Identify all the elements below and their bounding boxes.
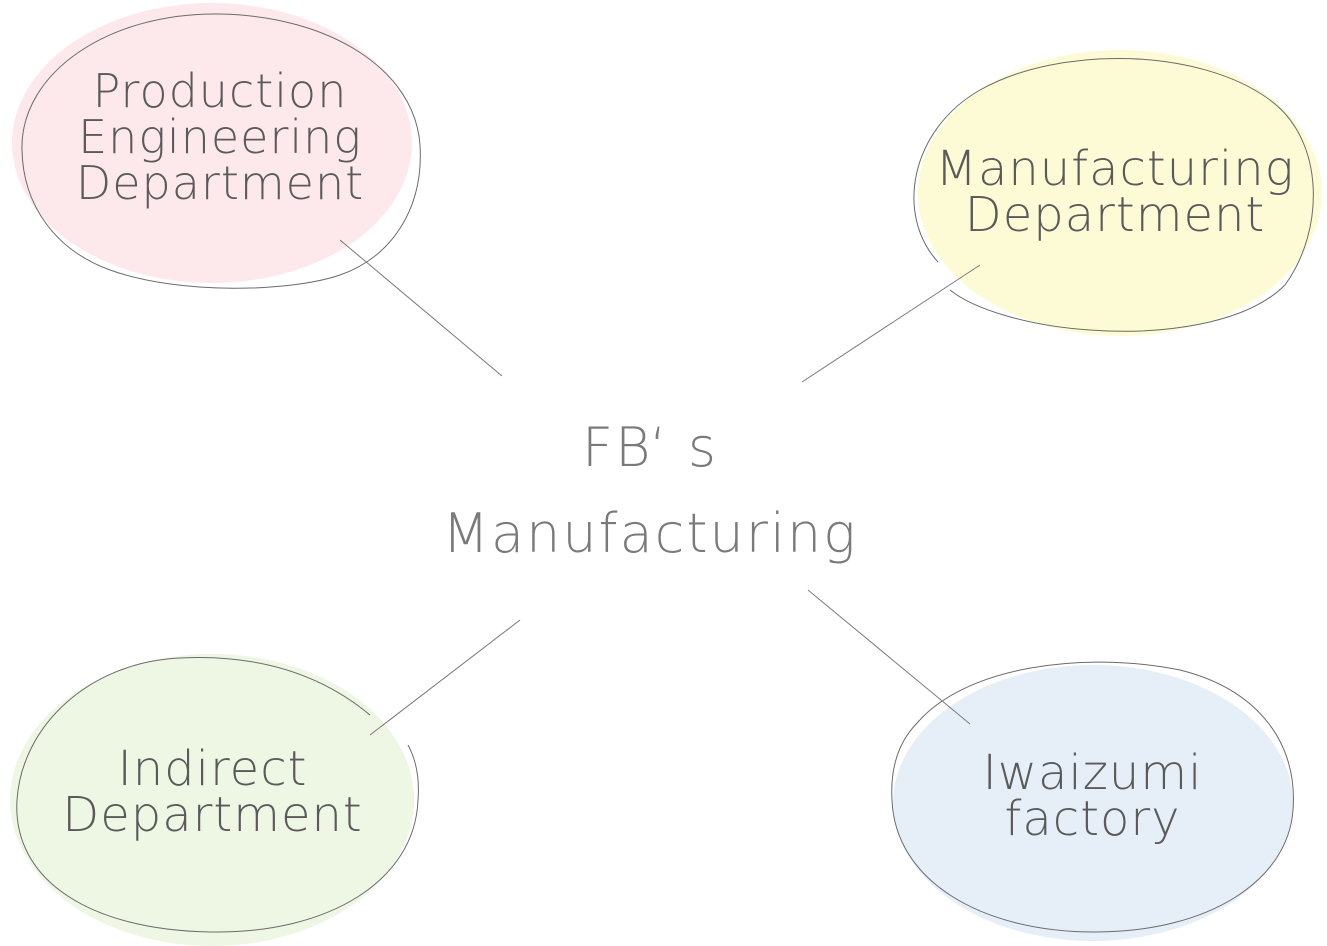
center-title-line-2: Manufacturing — [442, 502, 858, 565]
connector-production-engineering — [339, 239, 503, 377]
indirect-line-1: Indirect — [117, 741, 308, 797]
manufacturing-outline — [913, 58, 1314, 332]
center-title: FB‘ s Manufacturing — [420, 405, 880, 577]
indirect-fill — [10, 654, 414, 946]
production-engineering-bubble — [12, 3, 421, 289]
connector-iwaizumi — [807, 589, 971, 725]
connector-indirect — [369, 619, 521, 736]
production-engineering-line-3: Department — [75, 156, 365, 210]
manufacturing-line-2: Department — [964, 187, 1266, 243]
production-engineering-outline — [21, 13, 421, 289]
production-engineering-label: Production Engineering Department — [30, 68, 410, 206]
manufacturing-bubble — [913, 50, 1322, 336]
connector-manufacturing — [801, 264, 981, 383]
production-engineering-line-1: Production — [92, 64, 348, 118]
production-engineering-line-2: Engineering — [78, 110, 362, 164]
center-title-line-1: FB‘ s — [582, 416, 718, 479]
iwaizumi-label: Iwaizumi factory — [895, 745, 1290, 847]
iwaizumi-line-2: factory — [1004, 791, 1181, 847]
manufacturing-label: Manufacturing Department — [915, 141, 1315, 243]
manufacturing-line-1: Manufacturing — [935, 141, 1295, 197]
iwaizumi-outline — [891, 661, 1294, 933]
iwaizumi-line-1: Iwaizumi — [982, 745, 1203, 801]
iwaizumi-bubble — [891, 661, 1294, 941]
manufacturing-fill — [918, 50, 1322, 336]
iwaizumi-fill — [893, 665, 1293, 941]
production-engineering-fill — [12, 3, 412, 283]
indirect-line-2: Department — [62, 787, 363, 843]
indirect-label: Indirect Department — [20, 741, 405, 843]
indirect-outline — [16, 657, 419, 933]
indirect-bubble — [10, 654, 419, 946]
